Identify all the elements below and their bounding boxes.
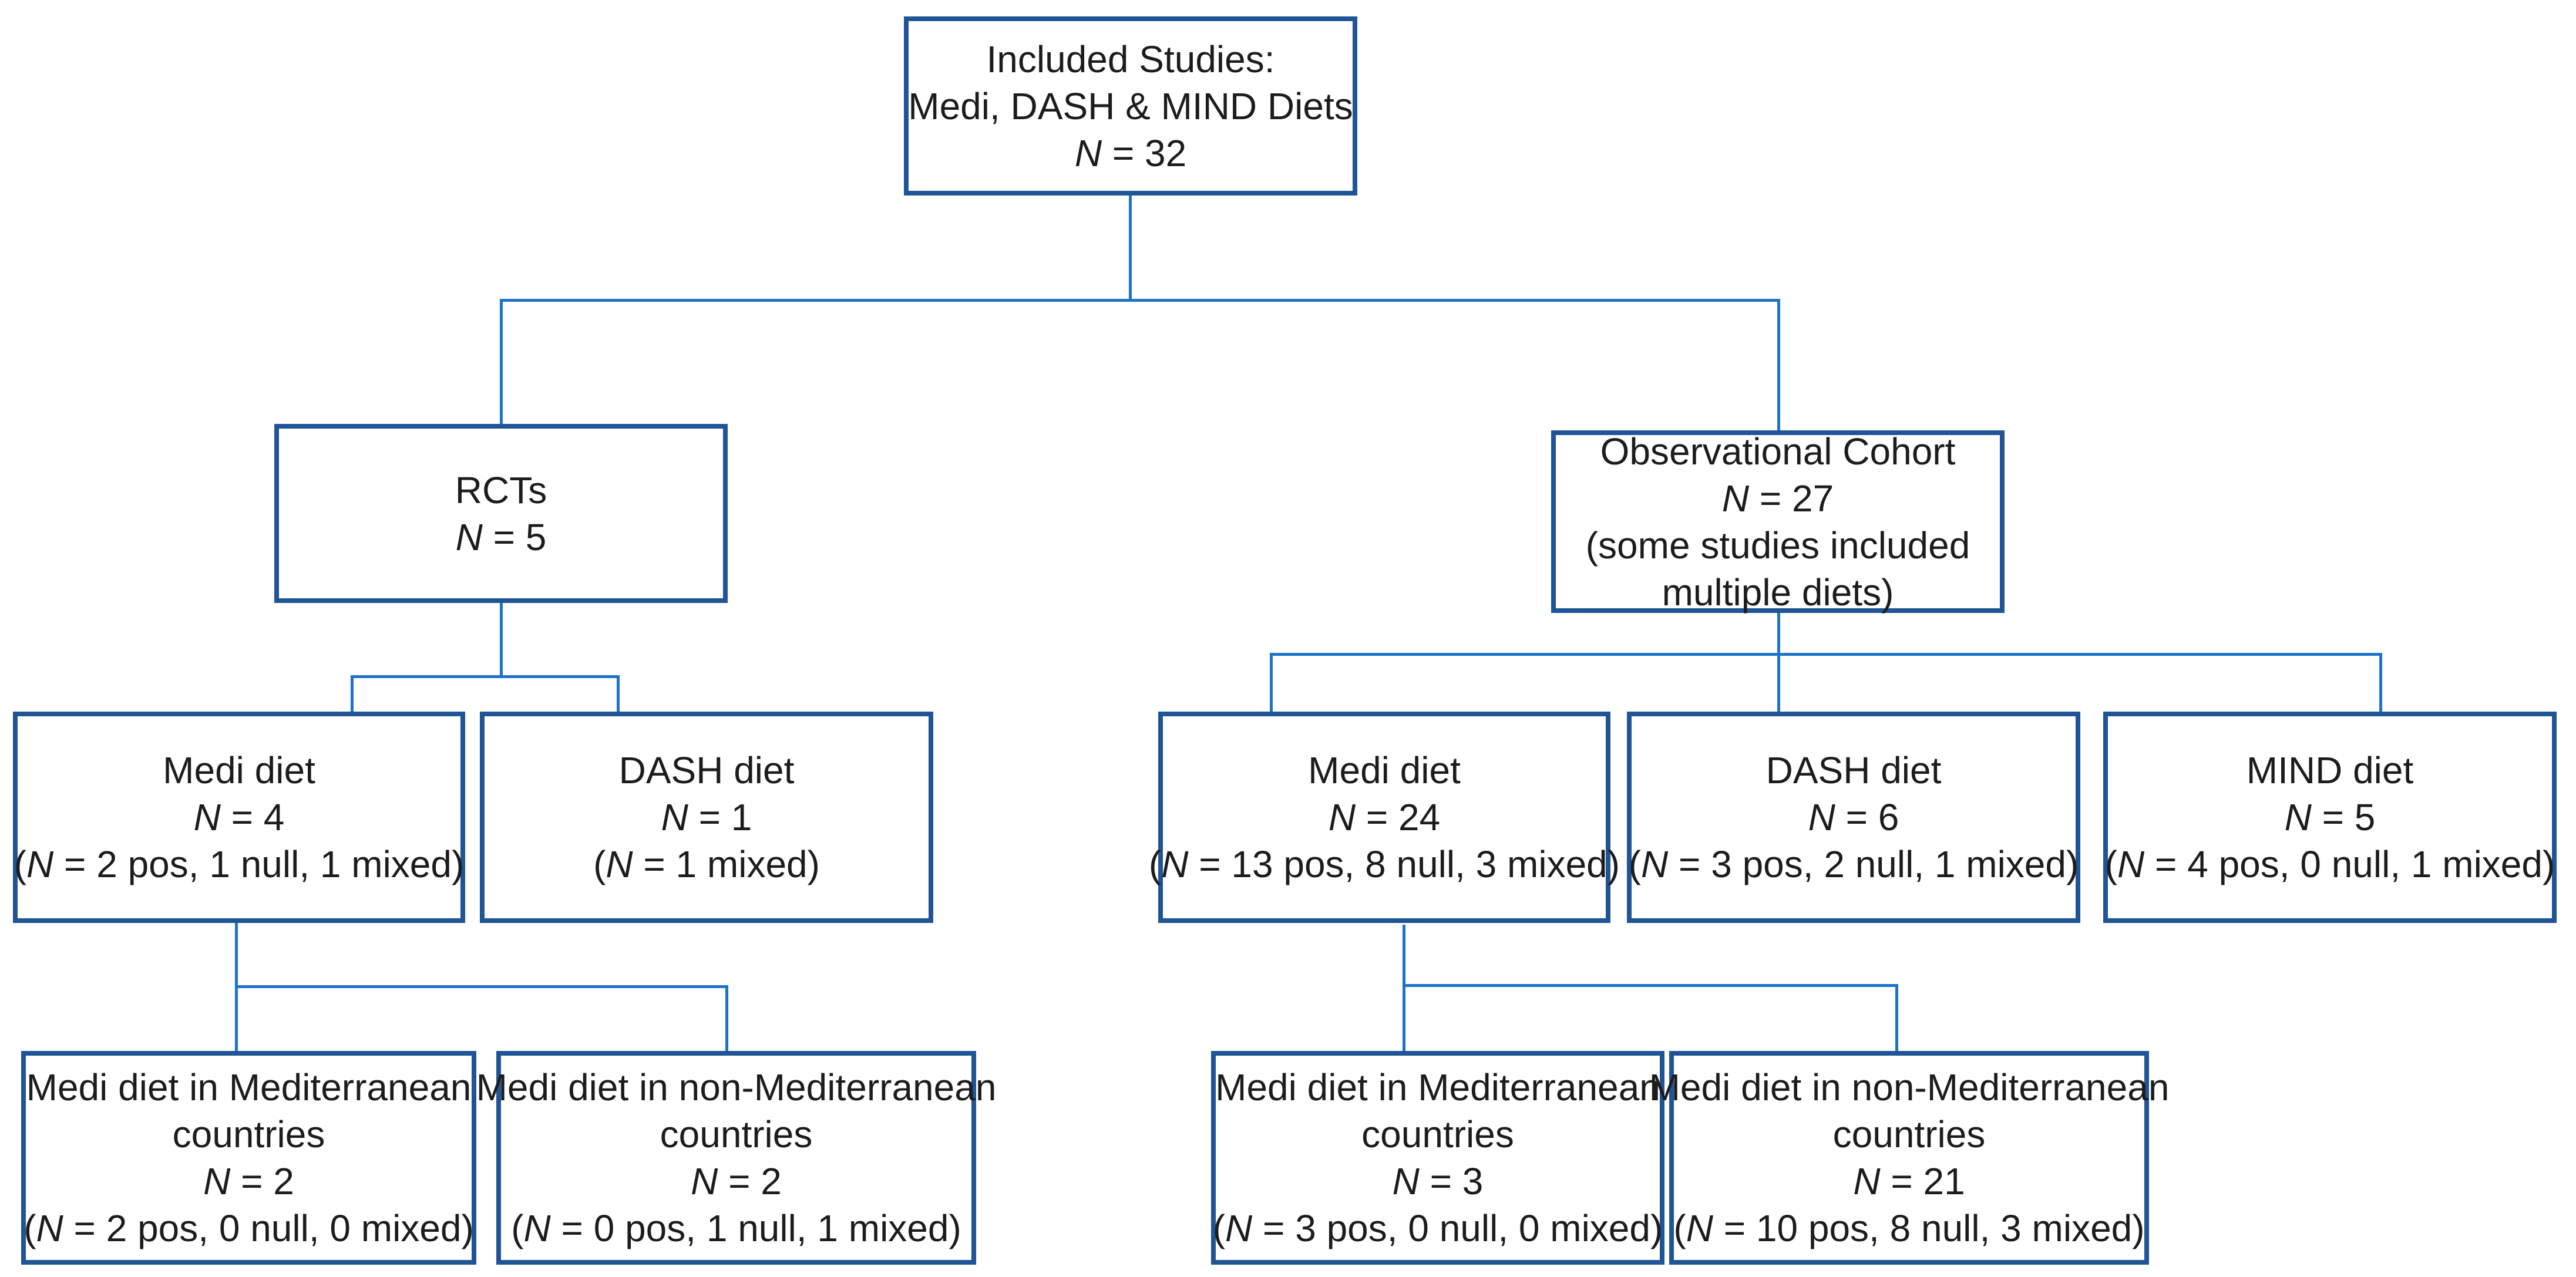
connector-medi-rct-drop-med	[235, 985, 238, 1052]
connector-root-drop-rcts	[500, 299, 503, 425]
connector-obs-drop-medi	[1270, 653, 1273, 713]
connector-obs-stem	[1777, 613, 1780, 656]
connector-medi-obs-bar	[1403, 984, 1898, 987]
connector-obs-drop-dash	[1777, 653, 1780, 713]
connector-obs-drop-mind	[2379, 653, 2382, 713]
connector-rcts-bar	[351, 675, 620, 678]
connector-medi-obs-drop-med	[1403, 984, 1405, 1052]
connector-root-stem	[1129, 196, 1132, 301]
connector-obs-bar	[1270, 653, 2382, 656]
connector-medi-rct-drop-nonmed	[725, 985, 728, 1052]
connector-medi-rct-bar	[235, 985, 728, 988]
connector-root-drop-obs	[1777, 299, 1780, 432]
connector-rcts-drop-medi	[351, 675, 354, 713]
connector-medi-obs-stem	[1403, 925, 1405, 986]
connector-rcts-drop-dash	[617, 675, 620, 713]
connector-medi-obs-drop-nonmed	[1895, 984, 1898, 1052]
node-included-studies: Included Studies:Medi, DASH & MIND Diets…	[904, 16, 1357, 196]
connector-medi-rct-stem	[235, 923, 238, 988]
node-text: Included Studies:Medi, DASH & MIND Diets…	[908, 38, 1353, 174]
connector-rcts-stem	[500, 603, 503, 678]
connector-root-bar	[500, 299, 1780, 302]
